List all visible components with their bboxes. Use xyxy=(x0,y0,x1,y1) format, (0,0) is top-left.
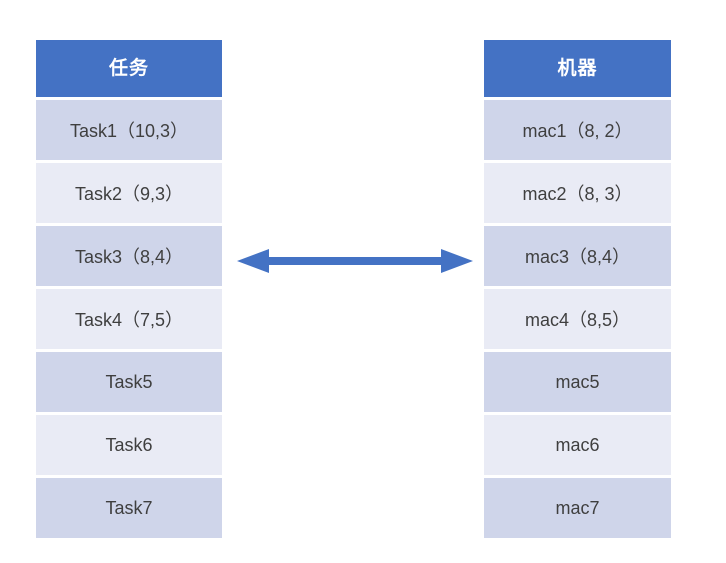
tasks-table-header: 任务 xyxy=(36,40,222,97)
machine-row-2: mac2（8, 3） xyxy=(484,163,671,223)
machine-row-3: mac3（8,4） xyxy=(484,226,671,286)
machine-row-6: mac6 xyxy=(484,415,671,475)
machines-table: 机器 mac1（8, 2） mac2（8, 3） mac3（8,4） mac4（… xyxy=(484,40,671,538)
machines-table-header: 机器 xyxy=(484,40,671,97)
machine-row-1: mac1（8, 2） xyxy=(484,100,671,160)
task-row-5: Task5 xyxy=(36,352,222,412)
task-row-4: Task4（7,5） xyxy=(36,289,222,349)
task-row-2: Task2（9,3） xyxy=(36,163,222,223)
bidirectional-arrow-shape xyxy=(237,249,473,273)
tasks-table-body: Task1（10,3） Task2（9,3） Task3（8,4） Task4（… xyxy=(36,100,222,538)
machine-row-5: mac5 xyxy=(484,352,671,412)
task-row-7: Task7 xyxy=(36,478,222,538)
bidirectional-arrow-icon xyxy=(237,249,473,273)
task-row-3: Task3（8,4） xyxy=(36,226,222,286)
machine-row-4: mac4（8,5） xyxy=(484,289,671,349)
tasks-table: 任务 Task1（10,3） Task2（9,3） Task3（8,4） Tas… xyxy=(36,40,222,538)
task-row-6: Task6 xyxy=(36,415,222,475)
machines-table-body: mac1（8, 2） mac2（8, 3） mac3（8,4） mac4（8,5… xyxy=(484,100,671,538)
task-row-1: Task1（10,3） xyxy=(36,100,222,160)
machine-row-7: mac7 xyxy=(484,478,671,538)
